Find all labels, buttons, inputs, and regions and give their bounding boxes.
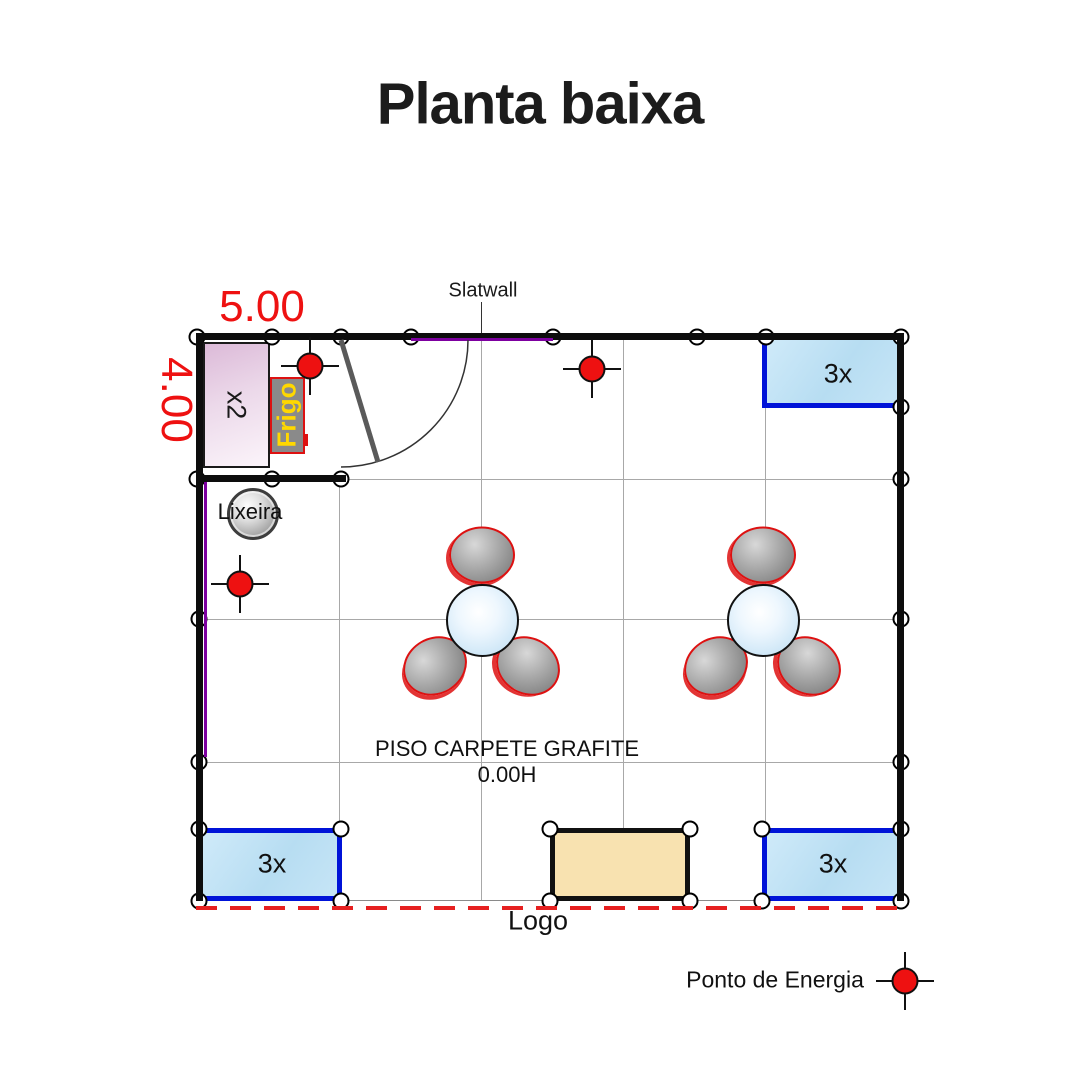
power-point-dot <box>578 355 606 383</box>
legend-power-label: Ponto de Energia <box>686 966 864 993</box>
shelf-unit-label: 3x <box>823 358 853 389</box>
cabinet-label: x2 <box>221 390 252 420</box>
fridge <box>270 377 305 454</box>
wall-left <box>196 333 203 901</box>
wall-right <box>897 333 904 901</box>
trash-bin <box>227 488 279 540</box>
grid-line-horizontal <box>346 479 897 480</box>
dimension-width-label: 5.00 <box>219 282 305 331</box>
power-point-icon <box>876 952 934 1010</box>
wall-node <box>332 820 350 838</box>
power-point-dot <box>226 570 254 598</box>
logo-label: Logo <box>507 905 569 936</box>
dimension-height-label: 4.00 <box>152 357 201 443</box>
floor-height-label: 0.00H <box>477 762 537 787</box>
power-point-dot <box>891 967 919 995</box>
wall-node <box>541 820 559 838</box>
slatwall-panel-top <box>411 338 553 341</box>
floor-finish-label: PISO CARPETE GRAFITE <box>374 736 640 761</box>
power-point-icon <box>211 555 269 613</box>
round-table <box>727 584 800 657</box>
round-table <box>446 584 519 657</box>
page-title: Planta baixa <box>376 71 704 137</box>
slatwall-pointer-line <box>481 302 482 340</box>
chair <box>730 526 796 584</box>
shelf-unit-label: 3x <box>818 848 848 879</box>
power-point-icon <box>563 340 621 398</box>
slatwall-label: Slatwall <box>448 279 518 302</box>
fridge-tab <box>303 434 308 446</box>
cabinet-x2 <box>203 342 270 468</box>
wall-top <box>196 333 904 340</box>
shelf-unit-top-right <box>762 340 897 408</box>
shelf-unit-label: 3x <box>257 848 287 879</box>
wall-node <box>753 820 771 838</box>
open-front-dashed-line <box>196 906 906 910</box>
door-swing <box>338 339 469 468</box>
grid-line-vertical <box>623 340 624 900</box>
grid-line-horizontal <box>203 762 897 763</box>
power-point-icon <box>281 337 339 395</box>
power-point-dot <box>296 352 324 380</box>
grid-line-horizontal <box>203 619 897 620</box>
wall-node <box>681 820 699 838</box>
shelf-unit-bottom-left <box>203 828 342 901</box>
slatwall-panel-left <box>204 482 207 757</box>
fridge-label: Frigo <box>271 382 302 448</box>
chair <box>449 526 515 584</box>
grid-line-vertical <box>339 482 340 900</box>
wall-interior <box>196 475 346 482</box>
shelf-unit-bottom-right <box>762 828 897 901</box>
trash-bin-label: Lixeira <box>217 499 283 524</box>
logo-counter <box>550 828 690 901</box>
